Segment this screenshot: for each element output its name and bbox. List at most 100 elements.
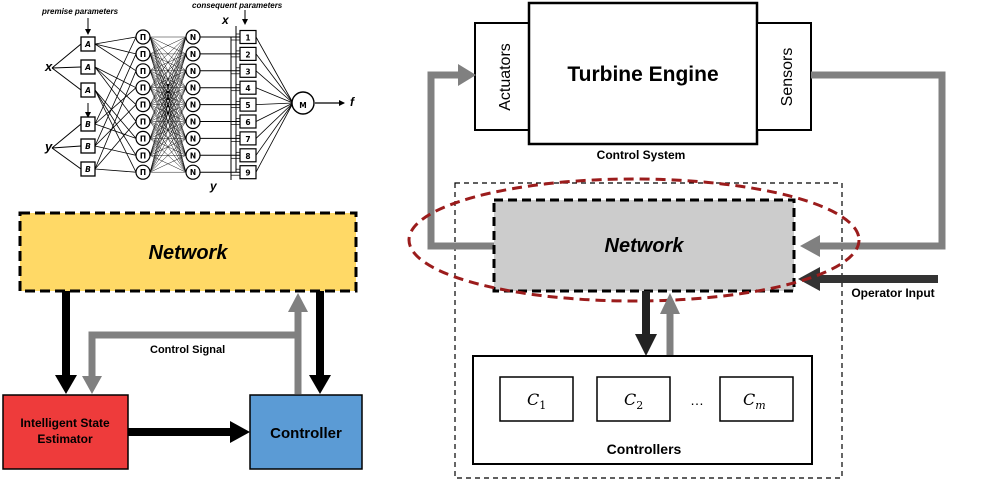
control-signal-line <box>88 331 302 394</box>
product-node <box>135 96 151 113</box>
product-node-label: Π <box>140 33 146 42</box>
controllers-to-network-head <box>660 293 680 314</box>
arrow-network-to-estimator-head <box>55 375 77 394</box>
product-node <box>135 164 151 180</box>
normalization-node-label: N <box>190 168 196 177</box>
left-network-box <box>18 211 358 293</box>
actuators-label: Actuators <box>497 43 514 111</box>
controllers-ellipsis: … <box>690 392 704 408</box>
arrow-estimator-to-controller-head <box>230 421 250 443</box>
product-node <box>135 29 151 45</box>
consequent-node <box>239 165 257 180</box>
product-node-label: Π <box>140 168 146 177</box>
controller-c1-label: C1 <box>527 390 546 412</box>
normalization-connection <box>149 104 187 173</box>
network-to-actuators-head <box>458 64 476 86</box>
consequent-node-label: 5 <box>245 101 250 110</box>
consequent-node-label: 1 <box>245 34 250 43</box>
product-node <box>135 147 151 163</box>
membership-connection <box>94 66 137 89</box>
consequent-parameters-label: consequent parameters <box>192 1 283 10</box>
output-connection <box>255 87 294 104</box>
output-connection <box>255 36 294 104</box>
consequent-node-label: 3 <box>245 67 250 76</box>
product-node-label: Π <box>140 50 146 59</box>
membership-connection <box>94 89 137 173</box>
arrow-network-to-controller-head <box>309 375 331 394</box>
output-connection <box>255 102 294 156</box>
left-network-label: Network <box>149 242 229 264</box>
input-fanout-line <box>51 67 82 91</box>
normalization-connection <box>149 36 187 55</box>
controllers-label: Controllers <box>607 441 682 457</box>
controller-c2-label: C2 <box>624 390 643 412</box>
normalization-connection <box>149 138 187 173</box>
membership-connection <box>94 66 137 105</box>
normalization-node <box>185 29 201 45</box>
consequent-node-label: 7 <box>245 135 250 144</box>
normalization-connection <box>149 121 187 173</box>
controller-box <box>249 394 363 470</box>
membership-node <box>80 161 96 177</box>
output-f-label: f <box>350 95 355 109</box>
normalization-node-label: N <box>190 67 196 76</box>
product-node <box>135 46 151 62</box>
control-system-label: Control System <box>597 148 686 162</box>
membership-node-label: B <box>85 120 91 129</box>
controller-c1-box <box>499 376 574 422</box>
normalization-node <box>185 46 201 62</box>
normalization-node <box>185 80 201 96</box>
membership-node-label: B <box>85 142 91 151</box>
membership-connection <box>94 89 137 156</box>
membership-connection <box>94 145 137 156</box>
consequent-node <box>239 63 257 78</box>
network-to-controllers-head <box>635 334 657 356</box>
membership-node-label: A <box>84 63 91 72</box>
product-node-label: Π <box>140 151 146 160</box>
membership-connection <box>94 66 137 122</box>
normalization-node-label: N <box>190 134 196 143</box>
consequent-node <box>239 97 257 112</box>
right-system: Actuators Turbine Engine Sensors Control… <box>407 1 946 479</box>
right-network-label: Network <box>605 235 685 257</box>
controller-c2-box <box>596 376 671 422</box>
output-connection <box>255 102 294 105</box>
product-node <box>135 113 151 130</box>
input-fanout-line <box>51 43 82 69</box>
membership-node-label: A <box>84 86 91 95</box>
normalization-node <box>185 113 201 130</box>
turbine-engine-box <box>527 1 759 146</box>
summation-node <box>291 91 315 115</box>
input-fanout-line <box>51 66 82 69</box>
membership-connection <box>94 168 137 173</box>
control-signal-head-estimator <box>82 376 102 394</box>
sensors-to-network-head <box>800 235 820 257</box>
intelligent-state-estimator-box <box>2 394 129 470</box>
output-connection <box>255 102 294 122</box>
control-signal-head-network <box>288 293 308 312</box>
output-connection <box>255 102 294 173</box>
membership-node <box>80 82 96 98</box>
output-connection <box>255 53 294 104</box>
membership-node <box>80 116 96 132</box>
control-signal-label: Control Signal <box>150 344 225 356</box>
normalization-connection <box>149 36 187 122</box>
normalization-node <box>185 63 201 79</box>
membership-connection <box>94 89 137 139</box>
operator-input-label: Operator Input <box>851 286 934 300</box>
normalization-node <box>185 130 201 146</box>
product-node-label: Π <box>140 67 146 76</box>
controller-cm-label: Cm <box>743 390 766 412</box>
membership-connection <box>94 70 137 170</box>
product-node-label: Π <box>140 118 146 127</box>
membership-connection <box>94 104 137 147</box>
control-system-boundary <box>454 182 843 479</box>
product-node <box>135 80 151 96</box>
normalization-node-label: N <box>190 84 196 93</box>
membership-connection <box>94 43 137 72</box>
normalization-node-label: N <box>190 33 196 42</box>
consequent-node <box>239 46 257 62</box>
estimator-label-line1: Intelligent State <box>20 416 110 430</box>
